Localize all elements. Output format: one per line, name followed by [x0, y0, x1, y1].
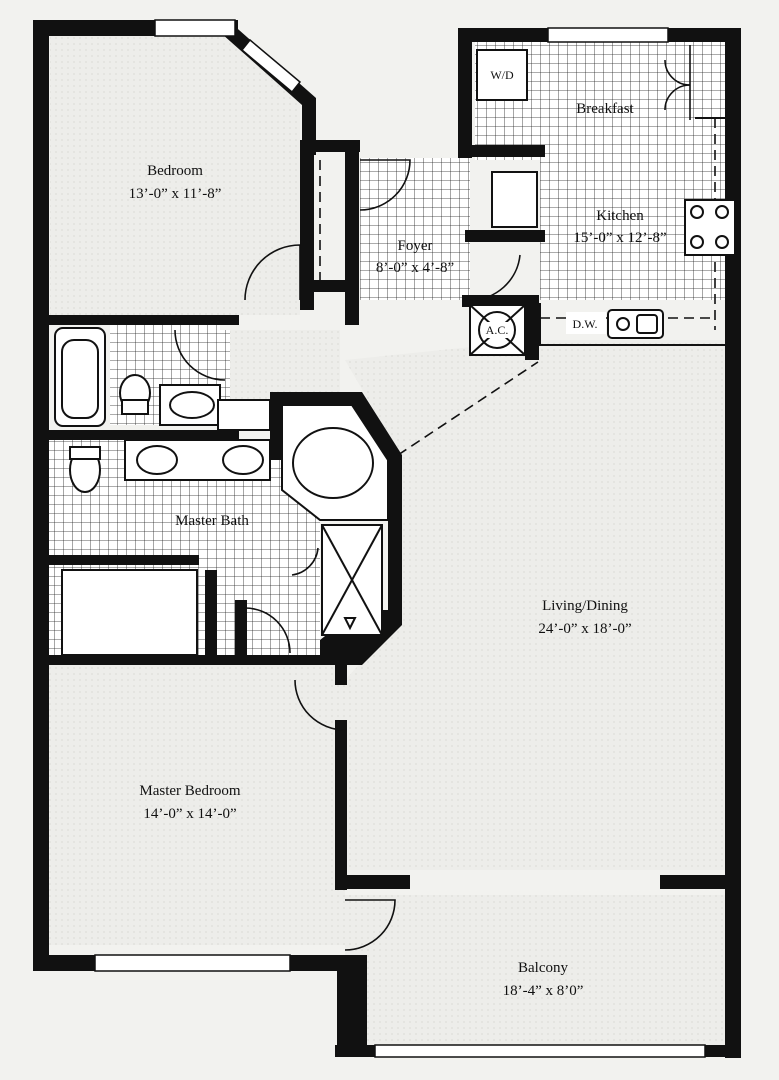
living-dining-name: Living/Dining: [542, 598, 628, 614]
kitchen-name: Kitchen: [596, 208, 644, 224]
windows: [94, 19, 706, 1058]
washer-dryer-label: W/D: [490, 68, 514, 82]
balcony-name: Balcony: [518, 960, 568, 976]
carpet-floors: [45, 35, 725, 1050]
bedroom-name: Bedroom: [147, 163, 203, 179]
master-bath-fixtures: [61, 399, 271, 656]
dishwasher: D.W.: [566, 312, 606, 334]
master-bedroom-name: Master Bedroom: [139, 783, 241, 799]
balcony-size: 18’-4” x 8’0”: [503, 983, 584, 999]
kitchen-size: 15’-0” x 12’-8”: [573, 230, 666, 246]
ac-label: A.C.: [486, 323, 509, 337]
room-labels: Bedroom 13’-0” x 11’-8” Breakfast Kitche…: [129, 101, 667, 999]
washer-dryer: W/D: [476, 49, 528, 101]
hall-bath-fixtures: [54, 327, 221, 427]
kitchen-counter: [491, 117, 738, 346]
air-conditioner: A.C.: [469, 304, 526, 356]
breakfast-name: Breakfast: [576, 101, 634, 117]
foyer-name: Foyer: [398, 238, 433, 254]
living-dining-size: 24’-0” x 18’-0”: [538, 621, 631, 637]
master-bath-name: Master Bath: [175, 513, 249, 529]
doors: [174, 45, 691, 951]
master-bedroom-size: 14’-0” x 14’-0”: [143, 806, 236, 822]
dishwasher-label: D.W.: [573, 317, 598, 331]
tub-alcove: [270, 392, 402, 665]
bedroom-size: 13’-0” x 11’-8”: [129, 186, 222, 202]
foyer-size: 8’-0” x 4’-8”: [376, 260, 454, 276]
interior-walls: [49, 145, 735, 890]
